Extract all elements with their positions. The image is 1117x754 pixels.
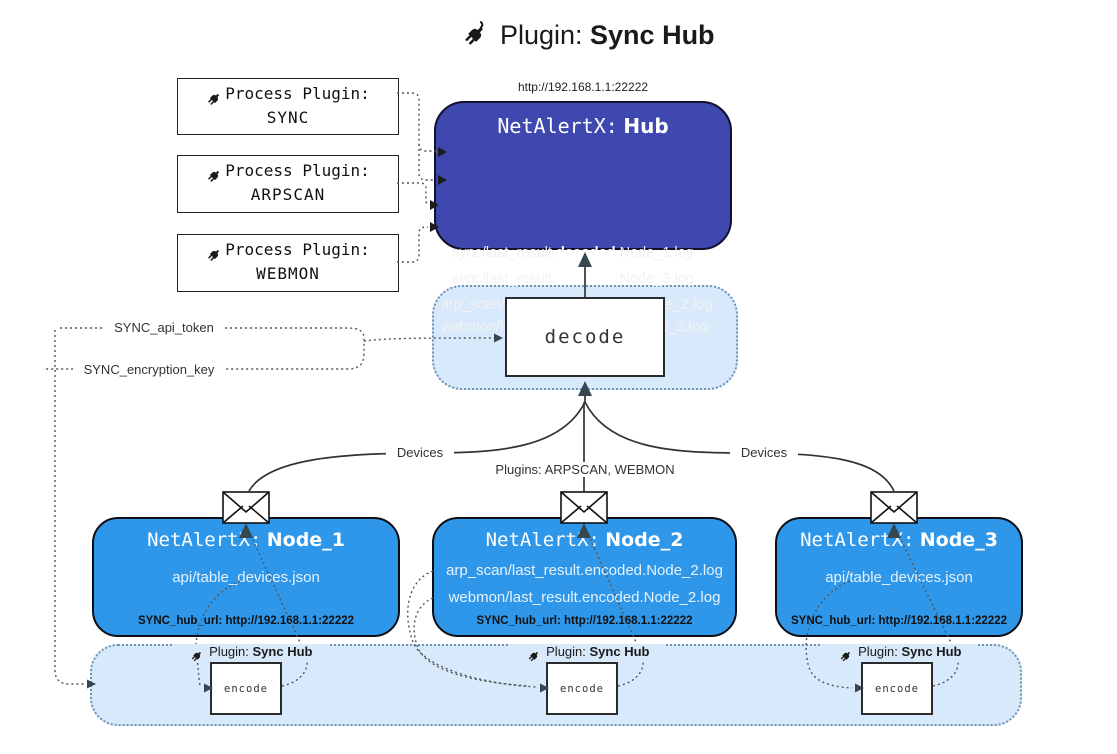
hub-title: NetAlertX: Hub <box>436 114 730 139</box>
plug-icon <box>206 244 225 263</box>
page-title: Plugin: Sync Hub <box>60 18 1117 51</box>
hub-box: NetAlertX: Hub sync/last_result.decoded.… <box>434 101 732 335</box>
process-plugin-name: WEBMON <box>256 264 320 283</box>
node-hub-url: SYNC_hub_url: http://192.168.1.1:22222 <box>476 615 693 627</box>
encoder2-plugin-label: Plugin: Sync Hub <box>510 644 666 663</box>
process-plugin-box-webmon: Process Plugin: WEBMON <box>177 234 399 292</box>
title-prefix: Plugin: <box>499 20 583 50</box>
plug-icon <box>462 18 492 48</box>
plug-icon <box>839 647 855 663</box>
hub-file-line: sync/last_result.decoded.Node_1.log <box>452 245 694 261</box>
sync-api-token-label: SYNC_api_token <box>103 320 225 335</box>
node-file-line: api/table_devices.json <box>825 569 973 586</box>
node2-box: NetAlertX: Node_2 arp_scan/last_result.e… <box>432 517 737 637</box>
encoder3-plugin-label: Plugin: Sync Hub <box>822 644 978 663</box>
dotted-arpscan-to-hub-row3 <box>397 182 429 206</box>
dotted-left-down-to-bar <box>54 330 86 685</box>
hub-file-line: sync/last_result.decoded.Node_3.log <box>452 271 694 287</box>
node-title: NetAlertX: Node_1 <box>147 529 345 551</box>
process-plugin-label: Process Plugin: <box>225 161 370 180</box>
encode2-box: encode <box>546 662 618 715</box>
hub-title-prefix: NetAlertX: <box>497 114 618 138</box>
plug-icon <box>527 647 543 663</box>
devices-left-label: Devices <box>386 445 454 460</box>
plug-icon <box>206 165 225 184</box>
plug-icon <box>190 647 206 663</box>
process-plugin-label: Process Plugin: <box>225 84 370 103</box>
process-plugin-box-arpscan: Process Plugin: ARPSCAN <box>177 155 399 213</box>
process-plugin-name: ARPSCAN <box>250 185 326 204</box>
node-hub-url: SYNC_hub_url: http://192.168.1.1:22222 <box>137 615 355 627</box>
decode-box: decode <box>505 297 665 377</box>
hub-title-name: Hub <box>623 114 669 138</box>
process-plugin-name: SYNC <box>266 108 310 127</box>
node-file-line: webmon/last_result.encoded.Node_2.log <box>448 589 721 606</box>
sync-encryption-key-label: SYNC_encryption_key <box>73 362 225 377</box>
node-file-line: api/table_devices.json <box>172 569 320 586</box>
devices-right-label: Devices <box>730 445 798 460</box>
process-plugin-label: Process Plugin: <box>225 240 370 259</box>
node-hub-url: SYNC_hub_url: http://192.168.1.1:22222 <box>790 615 1008 627</box>
hub-url-label: http://192.168.1.1:22222 <box>517 80 649 94</box>
node-file-line: arp_scan/last_result.encoded.Node_2.log <box>446 562 723 579</box>
encoder1-plugin-label: Plugin: Sync Hub <box>173 644 329 663</box>
encode3-box: encode <box>861 662 933 715</box>
dotted-webmon-to-hub-row4 <box>397 226 428 263</box>
node-title: NetAlertX: Node_3 <box>800 529 998 551</box>
plug-icon <box>206 88 225 107</box>
process-plugin-box-sync: Process Plugin: SYNC <box>177 78 399 135</box>
node3-box: NetAlertX: Node_3 api/table_devices.json… <box>775 517 1023 637</box>
encode1-box: encode <box>210 662 282 715</box>
node-title: NetAlertX: Node_2 <box>485 529 684 551</box>
dotted-sync-to-hub-row1 <box>397 92 436 152</box>
title-name: Sync Hub <box>590 20 715 50</box>
plugins-mid-label: Plugins: ARPSCAN, WEBMON <box>495 462 675 477</box>
node1-box: NetAlertX: Node_1 api/table_devices.json… <box>92 517 400 637</box>
